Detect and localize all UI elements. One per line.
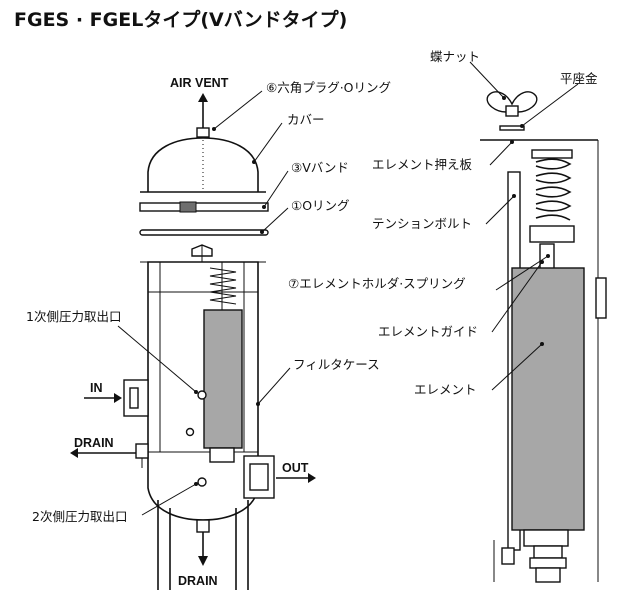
drain-bottom-label: DRAIN [178, 574, 218, 588]
out-arrow [276, 473, 316, 483]
primary-pressure-port [197, 390, 207, 400]
tension-bolt-label: テンションボルト [372, 216, 472, 231]
small-wing-nut [191, 244, 213, 262]
element-exploded-view: 蝶ナット 平座金 エレメント押え板 テンションボルト ⑦エレメントホルダ·スプリ… [288, 49, 607, 583]
filter-case-label: フィルタケース [293, 357, 380, 372]
side-fitting [595, 277, 607, 319]
drain-side-arrow [70, 448, 136, 458]
inlet-nozzle [123, 379, 149, 417]
air-vent-arrow [198, 93, 208, 128]
o-ring [139, 229, 269, 236]
element-guide-label: エレメントガイド [378, 324, 478, 339]
element-spring [529, 149, 575, 243]
leader-lines-right [469, 61, 579, 391]
filter-assembly: AIR VENT IN DRAIN OUT DRAIN ⑥六角プラグ·Oリング … [26, 76, 391, 590]
element-right [511, 267, 585, 531]
out-label: OUT [282, 461, 309, 475]
bottom-drain-arrow [198, 532, 208, 566]
bottom-spigot [501, 529, 569, 583]
hex-plug [196, 127, 210, 138]
primary-pressure-port-label: 1次側圧力取出口 [26, 309, 121, 324]
o-ring-label: ①Oリング [291, 198, 350, 213]
element-label: エレメント [414, 382, 477, 397]
leader-lines-left [117, 90, 291, 516]
secondary-pressure-port-label: 2次側圧力取出口 [32, 509, 127, 524]
v-band-label: ③Vバンド [291, 160, 349, 175]
element-left [203, 309, 243, 449]
drain-side-label: DRAIN [74, 436, 114, 450]
flat-washer [499, 125, 525, 131]
presser-plate-label: エレメント押え板 [372, 157, 473, 172]
holder-spring-label: ⑦エレメントホルダ·スプリング [288, 276, 466, 291]
case-fitting [185, 427, 195, 437]
cover-label: カバー [287, 112, 325, 127]
cover [140, 137, 266, 193]
v-band [139, 201, 269, 213]
holder-spring [209, 262, 237, 310]
wing-nut-label: 蝶ナット [430, 49, 480, 64]
hex-plug-label: ⑥六角プラグ·Oリング [266, 80, 391, 95]
stand-legs [157, 500, 249, 590]
outlet-nozzle [243, 455, 275, 499]
air-vent-label: AIR VENT [170, 76, 229, 90]
side-drain-plug [135, 443, 149, 459]
secondary-pressure-port [197, 477, 207, 487]
in-arrow [84, 393, 122, 403]
element-base [209, 447, 235, 463]
in-label: IN [90, 381, 103, 395]
bottom-drain-plug [196, 519, 210, 533]
wing-nut [486, 91, 538, 117]
diagram-title: FGES · FGELタイプ(Vバンドタイプ) [14, 8, 347, 31]
flat-washer-label: 平座金 [560, 71, 598, 86]
